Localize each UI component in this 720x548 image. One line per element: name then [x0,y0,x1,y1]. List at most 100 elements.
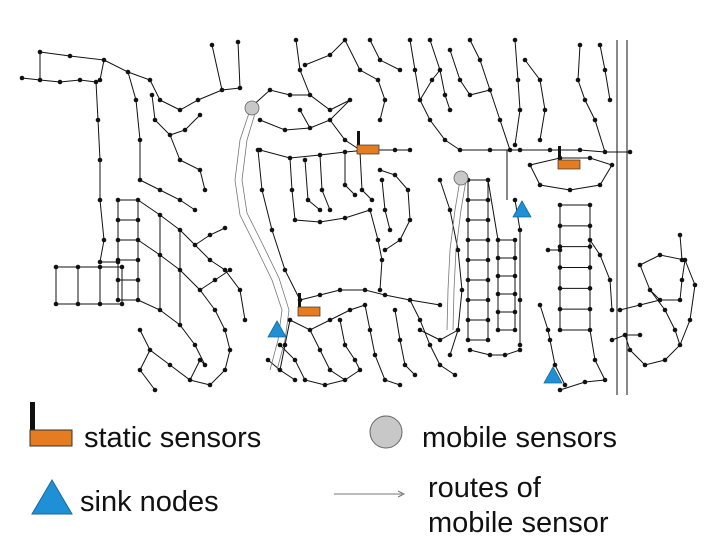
network-node [209,42,215,48]
network-node [485,277,491,283]
network-node [37,49,43,55]
network-node [485,217,491,223]
network-node [392,172,398,178]
network-node [517,297,523,303]
network-node [137,137,143,143]
network-node [587,155,593,161]
network-node [562,382,568,388]
legend-mobile-sensors: mobile sensors [422,422,618,454]
network-node [437,362,443,368]
pipe-segment [449,49,491,96]
network-node [347,307,353,313]
network-node [237,85,243,91]
network-node [75,264,81,270]
pipe-segment [237,41,241,89]
network-node [642,362,648,368]
network-node [152,387,158,393]
network-node [342,215,348,221]
network-node [342,149,348,155]
network-node [537,302,543,308]
network-node [487,87,493,93]
network-node [517,107,523,113]
mobile-route-line [446,179,461,331]
mobile-sensor-routes [234,109,467,371]
pipe-segment [249,89,310,109]
network-node [115,297,121,303]
network-node [477,57,483,63]
network-node [517,347,523,353]
network-node [319,187,325,193]
network-node [302,377,308,383]
network-node [485,297,491,303]
network-node [119,264,125,270]
pipe-segment [299,109,311,129]
network-node [397,67,403,73]
pipe-segment [524,59,546,141]
network-node [359,187,365,193]
pipe-segment [139,179,196,211]
network-node [375,237,381,243]
network-node [115,277,121,283]
network-node [235,39,241,45]
network-node [97,301,103,307]
network-node [392,147,398,153]
network-node [377,57,383,63]
network-node [135,257,141,263]
pipe-segment [369,209,383,291]
network-node [497,117,503,123]
network-node [137,327,143,333]
network-node [287,317,293,323]
network-node [147,347,153,353]
pipe-segment [419,69,441,101]
network-node [157,97,163,103]
pipe-segment [209,309,231,386]
network-node [187,377,193,383]
network-node [662,307,668,313]
pipe-segment [289,157,371,223]
network-node [255,147,261,153]
network-node [377,117,383,123]
network-node [495,273,501,279]
network-node [407,217,413,223]
network-node [677,297,683,303]
network-node [379,177,385,183]
pipe-network-diagram [19,37,698,395]
network-node [455,327,461,333]
network-node [412,372,418,378]
pipe-segment [259,149,410,159]
network-node [192,207,198,213]
pipe-segment [304,159,321,211]
network-node [662,357,668,363]
legend-sink-nodes: sink nodes [80,486,219,518]
network-node [242,317,248,323]
network-node [407,37,413,43]
network-node [597,42,603,48]
network-node [517,342,523,348]
network-node [587,237,593,243]
network-node [317,219,323,225]
pipe-segment [137,299,206,366]
network-node [467,37,473,43]
pipe-segment [439,179,463,356]
network-node [602,149,608,155]
pipe-segment [137,239,216,311]
network-node [357,367,363,373]
network-node [192,242,198,248]
network-node [97,197,103,203]
pipe-segment [319,154,331,211]
network-node [672,327,678,333]
network-node [352,357,358,363]
network-node [687,317,693,323]
network-node [375,77,381,83]
network-node [507,147,513,153]
network-node [357,67,363,73]
network-node [557,223,563,229]
network-node [592,357,598,363]
pipe-segment [487,179,499,241]
network-node [282,342,288,348]
network-node [101,57,107,63]
network-node [417,327,423,333]
network-node [267,87,273,93]
network-edges [21,39,696,395]
network-node [512,291,518,297]
